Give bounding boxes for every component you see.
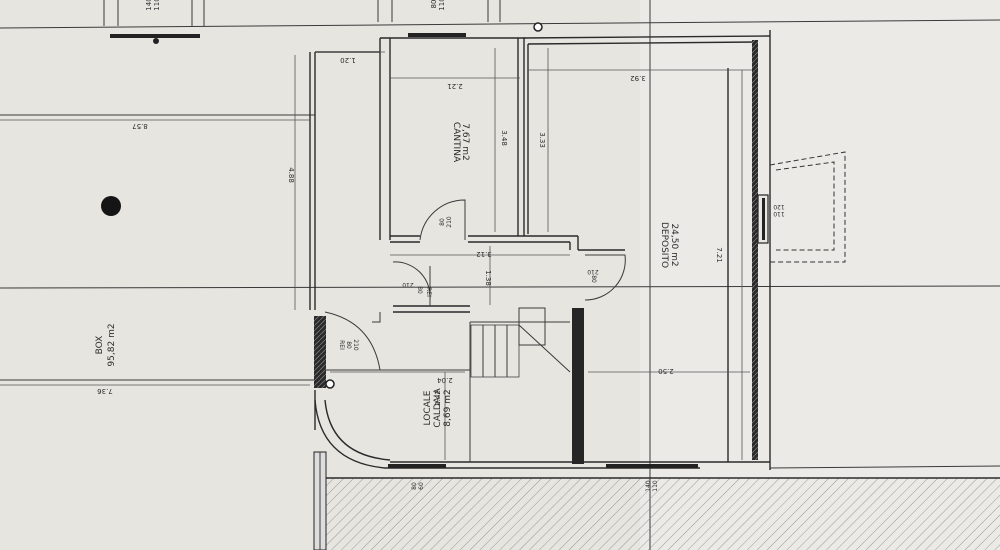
pillar-marker	[325, 379, 335, 389]
dim-120: 1.20	[340, 56, 356, 64]
dim-721: 7.21	[715, 247, 723, 263]
dim-250: 2.50	[658, 367, 674, 375]
dimension-lines	[0, 48, 752, 460]
top-left-opening-w: 140	[145, 0, 153, 11]
cantina-door-h: 210	[446, 216, 453, 228]
corr-door-type: REI	[425, 287, 432, 297]
box-door-w: 80	[345, 341, 352, 349]
win-right-h: 110	[773, 210, 785, 217]
hatched-strip	[313, 451, 1000, 550]
outer-walls	[309, 30, 846, 470]
room-cantina-area: 7,67 m2	[460, 123, 470, 160]
room-caldaia-line1: LOCALE	[423, 390, 433, 425]
win-right-w: 120	[773, 203, 785, 210]
paper-light-zone	[640, 0, 1000, 550]
room-caldaia-area: 8,69 m2	[443, 389, 453, 426]
dim-242: 2.42	[434, 390, 442, 406]
room-box-name: BOX	[95, 336, 105, 355]
dim-312: 3.12	[476, 250, 492, 258]
corr-door-w: 80	[416, 286, 423, 294]
room-deposito-area: 24,50 m2	[669, 223, 679, 266]
column-marker	[101, 196, 121, 216]
dim-392: 3.92	[630, 74, 646, 82]
top-openings	[103, 0, 543, 44]
box-door-h: 210	[352, 339, 359, 351]
dep-door-top: 210	[587, 268, 599, 275]
bottom-left-w: 80	[411, 482, 418, 490]
bottom-left-h: 60	[418, 482, 425, 490]
dep-door-w: 80	[590, 275, 597, 283]
room-box-area: 95,82 m2	[107, 323, 117, 366]
dim-488: 4.88	[287, 167, 295, 183]
cantina-walls	[379, 37, 579, 250]
dim-857: 8.57	[132, 122, 148, 130]
dim-138: 1.38	[484, 270, 492, 286]
cantina-door-w: 80	[439, 218, 446, 226]
dim-348: 3.48	[500, 130, 508, 146]
dim-221: 2.21	[447, 82, 463, 90]
bottom-mid-w: 140	[645, 480, 652, 492]
dim-204: 2.04	[437, 376, 453, 384]
corr-door-top: 210	[402, 281, 414, 288]
top-mid-opening-w: 80	[430, 0, 438, 8]
corridor-walls	[324, 249, 626, 464]
room-caldaia-line2: CALDAIA	[433, 388, 443, 428]
top-left-opening-h: 110	[153, 0, 161, 11]
dim-736: 7.36	[97, 387, 113, 395]
box-door-type: REI	[338, 340, 345, 350]
top-mid-opening-h: 110	[438, 0, 446, 11]
room-cantina-name: CANTINA	[451, 122, 461, 163]
room-deposito-name: DEPOSITO	[659, 222, 669, 268]
bottom-mid-h: 110	[652, 480, 659, 492]
dim-333: 3.33	[538, 132, 546, 148]
